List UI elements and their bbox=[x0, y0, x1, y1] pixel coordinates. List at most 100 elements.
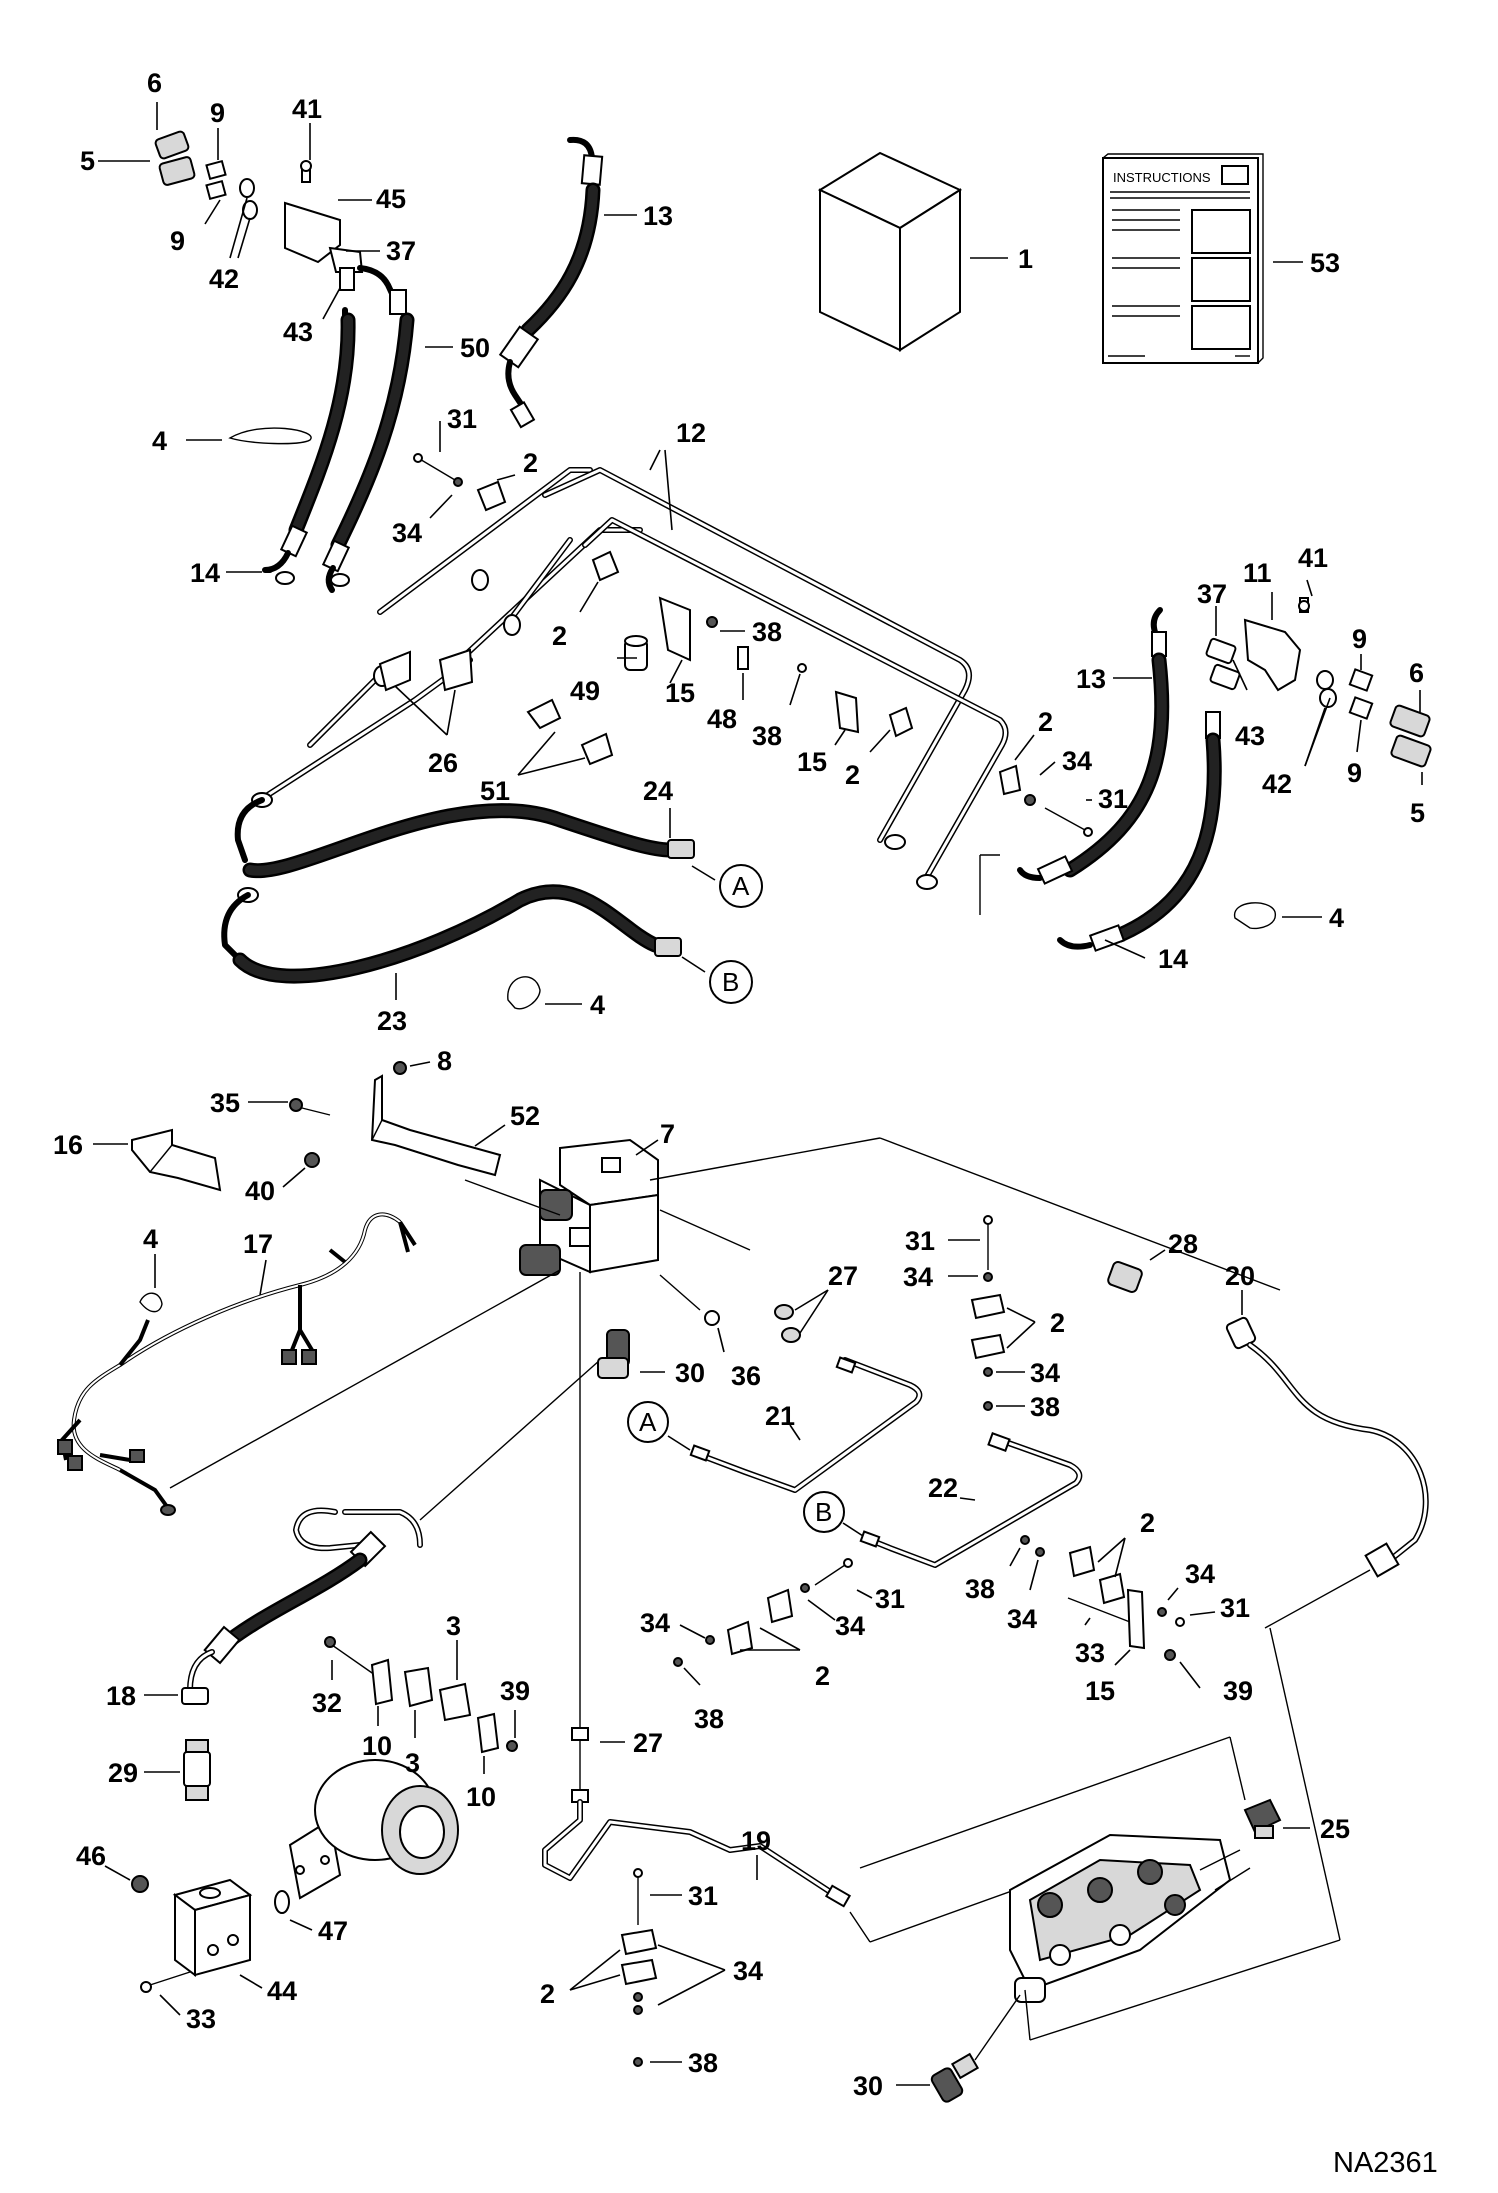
right-fittings bbox=[1205, 597, 1432, 768]
callout-12: 12 bbox=[676, 418, 706, 448]
callout-31-d: 31 bbox=[688, 1881, 718, 1911]
top-left-fittings bbox=[154, 130, 407, 315]
callout-27-upper: 27 bbox=[828, 1261, 858, 1291]
callout-36: 36 bbox=[731, 1361, 761, 1391]
callout-4-d: 4 bbox=[143, 1224, 158, 1254]
part-51-clamp-halves bbox=[526, 698, 614, 766]
part-13-hose-top bbox=[498, 136, 604, 429]
part-4-cable-tie-d bbox=[139, 1292, 163, 1313]
callout-10-b: 10 bbox=[466, 1782, 496, 1812]
callout-25: 25 bbox=[1320, 1814, 1350, 1844]
callout-2-d: 2 bbox=[1038, 707, 1053, 737]
callout-31-c: 31 bbox=[905, 1226, 935, 1256]
callout-2-f: 2 bbox=[540, 1979, 555, 2009]
connector-b-bottom bbox=[803, 1491, 845, 1533]
callout-4-c: 4 bbox=[1329, 903, 1344, 933]
callout-4-b: 4 bbox=[590, 990, 605, 1020]
callout-10-a: 10 bbox=[362, 1731, 392, 1761]
callout-43-right: 43 bbox=[1235, 721, 1265, 751]
callout-33-left: 33 bbox=[186, 2004, 216, 2034]
connector-a-bottom-label: A bbox=[639, 1407, 657, 1437]
callout-15-c: 15 bbox=[1085, 1676, 1115, 1706]
part-4-cable-tie-a bbox=[228, 427, 312, 445]
callout-15-a: 15 bbox=[665, 678, 695, 708]
part-18-hose-assembly bbox=[181, 1507, 423, 1801]
part-44-block bbox=[131, 1875, 290, 1993]
part-30-elbow-upper bbox=[597, 1329, 630, 1379]
part-4-cable-tie-b bbox=[507, 976, 541, 1010]
callout-32: 32 bbox=[312, 1688, 342, 1718]
callout-53: 53 bbox=[1310, 248, 1340, 278]
callout-31-f: 31 bbox=[1220, 1593, 1250, 1623]
callout-34-d: 34 bbox=[1030, 1358, 1060, 1388]
callout-9-d: 9 bbox=[1347, 758, 1362, 788]
callout-38-a: 38 bbox=[752, 617, 782, 647]
clamp-set-top-left bbox=[413, 453, 620, 582]
callout-17: 17 bbox=[243, 1229, 273, 1259]
callout-31-b: 31 bbox=[1098, 784, 1128, 814]
part-30-elbow-lower bbox=[930, 2052, 980, 2103]
part-53-instructions-sheet: INSTRUCTIONS bbox=[1102, 153, 1264, 364]
callout-43-left: 43 bbox=[283, 317, 313, 347]
callout-44: 44 bbox=[267, 1976, 297, 2006]
callout-34-c: 34 bbox=[903, 1262, 933, 1292]
callout-47: 47 bbox=[318, 1916, 348, 1946]
callout-21: 21 bbox=[765, 1401, 795, 1431]
callout-2-g: 2 bbox=[815, 1661, 830, 1691]
callout-41-left: 41 bbox=[292, 94, 322, 124]
callout-33-right: 33 bbox=[1075, 1638, 1105, 1668]
callout-50: 50 bbox=[460, 333, 490, 363]
callout-38-b: 38 bbox=[752, 721, 782, 751]
document-id: NA2361 bbox=[1333, 2147, 1438, 2179]
callout-15-b: 15 bbox=[797, 747, 827, 777]
callout-8: 8 bbox=[437, 1046, 452, 1076]
part-21-22-tubes bbox=[689, 1356, 1083, 1568]
motor bbox=[288, 1759, 459, 1900]
clamp-set-3 bbox=[324, 1636, 518, 1754]
connector-b-bottom-label: B bbox=[815, 1497, 832, 1527]
part-4-cable-tie-c bbox=[1234, 902, 1276, 930]
clamp-set-right-lower bbox=[1020, 1535, 1185, 1661]
callout-52: 52 bbox=[510, 1101, 540, 1131]
part-27-19-tube-lower bbox=[542, 1727, 1071, 1943]
callout-42-left: 42 bbox=[209, 264, 239, 294]
connector-a-top bbox=[719, 864, 763, 908]
callout-26: 26 bbox=[428, 748, 458, 778]
callout-2-b: 2 bbox=[552, 621, 567, 651]
part-1-box bbox=[817, 151, 963, 352]
callout-30-lower: 30 bbox=[853, 2071, 883, 2101]
instructions-label: INSTRUCTIONS bbox=[1113, 170, 1211, 185]
callout-34-f: 34 bbox=[835, 1611, 865, 1641]
callout-31-e: 31 bbox=[875, 1584, 905, 1614]
callout-41-right: 41 bbox=[1298, 543, 1328, 573]
part-14-50-hoses-left bbox=[262, 307, 415, 593]
callout-34-b: 34 bbox=[1062, 746, 1092, 776]
callout-22: 22 bbox=[928, 1473, 958, 1503]
callout-14-right: 14 bbox=[1158, 944, 1188, 974]
callout-6-left: 6 bbox=[147, 68, 162, 98]
clamp-set-lower-center bbox=[620, 1868, 658, 2067]
control-valve-assembly bbox=[1009, 1798, 1282, 2003]
callout-23: 23 bbox=[377, 1006, 407, 1036]
callout-34-h: 34 bbox=[1007, 1604, 1037, 1634]
callout-20: 20 bbox=[1225, 1261, 1255, 1291]
callout-3-a: 3 bbox=[446, 1611, 461, 1641]
callout-16: 16 bbox=[53, 1130, 83, 1160]
callout-34-e: 34 bbox=[733, 1956, 763, 1986]
part-13-14-hoses-right bbox=[1017, 607, 1222, 952]
callout-49: 49 bbox=[570, 676, 600, 706]
callout-29: 29 bbox=[108, 1758, 138, 1788]
callout-6-right: 6 bbox=[1409, 658, 1424, 688]
callout-39-b: 39 bbox=[1223, 1676, 1253, 1706]
connector-a-top-label: A bbox=[732, 871, 750, 901]
part-52-bracket bbox=[289, 1061, 502, 1177]
callout-14-left: 14 bbox=[190, 558, 220, 588]
callout-9-c: 9 bbox=[1352, 624, 1367, 654]
clamp-set-center-lower bbox=[673, 1558, 853, 1667]
part-24-23-hoses bbox=[221, 797, 695, 984]
callout-2-h: 2 bbox=[1140, 1508, 1155, 1538]
part-7-valve-block bbox=[519, 1138, 659, 1276]
callout-38-f: 38 bbox=[965, 1574, 995, 1604]
callout-18: 18 bbox=[106, 1681, 136, 1711]
